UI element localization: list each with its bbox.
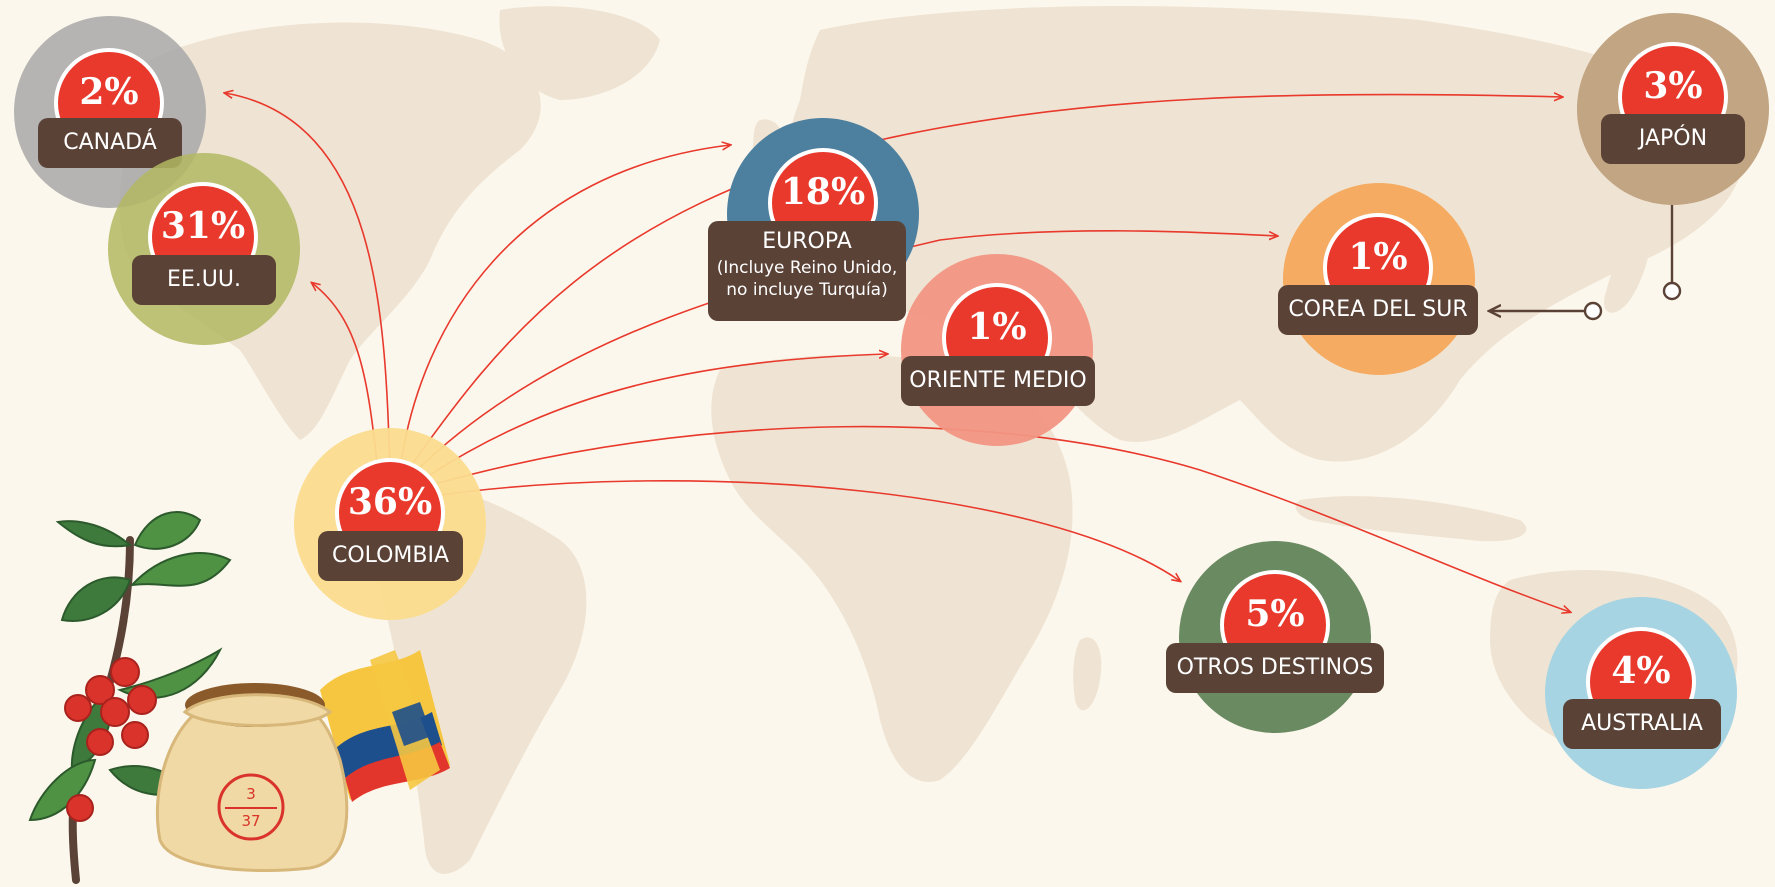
europe-note-line1: (Incluye Reino Unido, (716, 258, 898, 278)
route-to-europe (399, 145, 730, 471)
europe-label: EUROPA (762, 229, 852, 254)
other-label: OTROS DESTINOS (1166, 643, 1384, 693)
route-to-middle-east (424, 354, 887, 479)
korea-connector-dot (1583, 301, 1603, 321)
greenland-landmass (499, 6, 660, 100)
route-to-other (439, 480, 1180, 581)
sack-number-top: 3 (246, 785, 256, 803)
middle-east-label: ORIENTE MEDIO (901, 356, 1095, 406)
colombia-label: COLOMBIA (318, 531, 463, 581)
sack-number-bottom: 37 (241, 812, 261, 830)
indonesia-landmass (1295, 496, 1527, 542)
madagascar-landmass (1073, 637, 1102, 711)
australia-label: AUSTRALIA (1563, 699, 1721, 749)
europe-note-line2: no incluye Turquía) (726, 280, 888, 300)
usa-label: EE.UU. (132, 255, 276, 305)
canada-label: CANADÁ (38, 118, 182, 168)
japan-label: JAPÓN (1601, 114, 1745, 164)
japan-landmass (1604, 200, 1651, 313)
route-to-canada (225, 93, 391, 471)
south-korea-label: COREA DEL SUR (1278, 285, 1478, 335)
africa-landmass (711, 355, 1073, 782)
route-to-australia (434, 425, 1570, 612)
europe-label-box: EUROPA (Incluye Reino Unido, no incluye … (708, 221, 906, 321)
colombia-percent: 36% (335, 458, 445, 568)
japan-connector-dot (1662, 281, 1682, 301)
